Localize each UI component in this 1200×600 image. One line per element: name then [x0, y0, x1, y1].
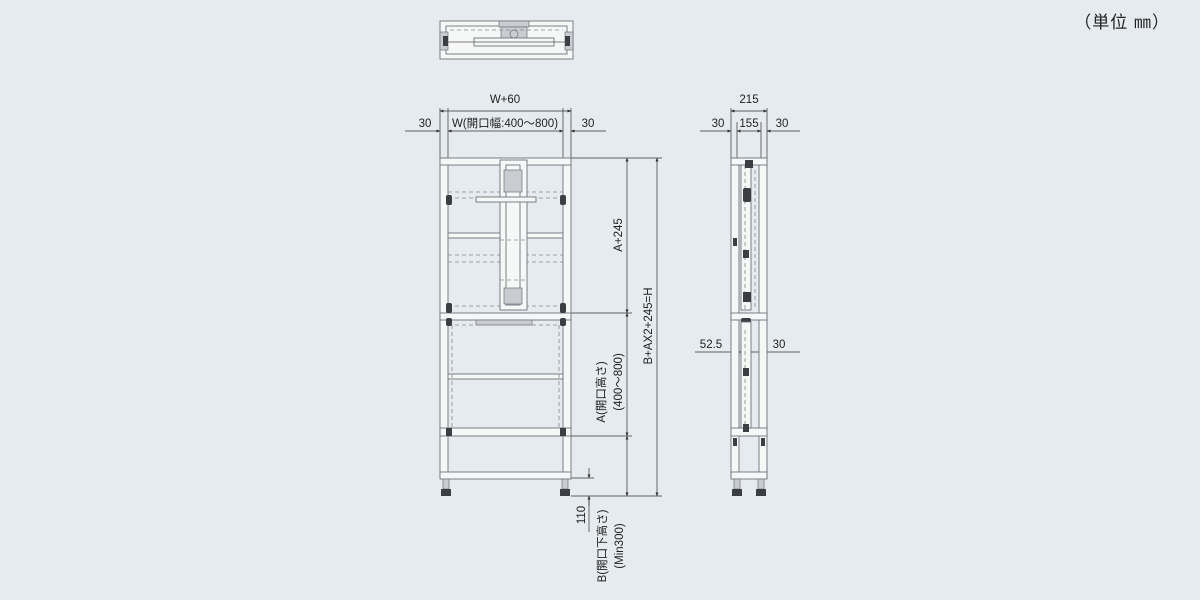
dim-lower-height: B(開口下高さ) — [595, 509, 609, 582]
dim-upper-height: A+245 — [613, 218, 625, 252]
dim-left-margin: 30 — [419, 118, 432, 130]
dim-foot-height: 110 — [576, 506, 588, 524]
dim-total-height: B+AX2+245=H — [643, 287, 655, 364]
dim-side-middle: 155 — [739, 118, 758, 130]
dim-lower-min: (Min300) — [614, 523, 626, 569]
dim-side-offset-right: 30 — [773, 339, 786, 351]
front-view — [439, 157, 572, 496]
dim-opening-height: A(開口高さ) — [594, 361, 608, 422]
dim-opening-width: W(開口幅:400～800) — [452, 117, 558, 130]
dim-side-right: 30 — [776, 118, 789, 130]
dim-side-left: 30 — [712, 118, 725, 130]
front-dimensions: W+60 30 W(開口幅:400～800) 30 A+245 A(開口高さ) … — [405, 94, 662, 582]
dim-side-offset-left: 52.5 — [700, 339, 722, 351]
dim-right-margin: 30 — [582, 118, 595, 130]
dim-opening-range: (400～800) — [613, 353, 625, 411]
dim-overall-width: W+60 — [490, 94, 520, 106]
side-view — [730, 157, 768, 496]
unit-label: （単位 ㎜） — [1074, 13, 1170, 32]
top-view — [439, 20, 574, 60]
dim-side-depth: 215 — [739, 94, 758, 106]
